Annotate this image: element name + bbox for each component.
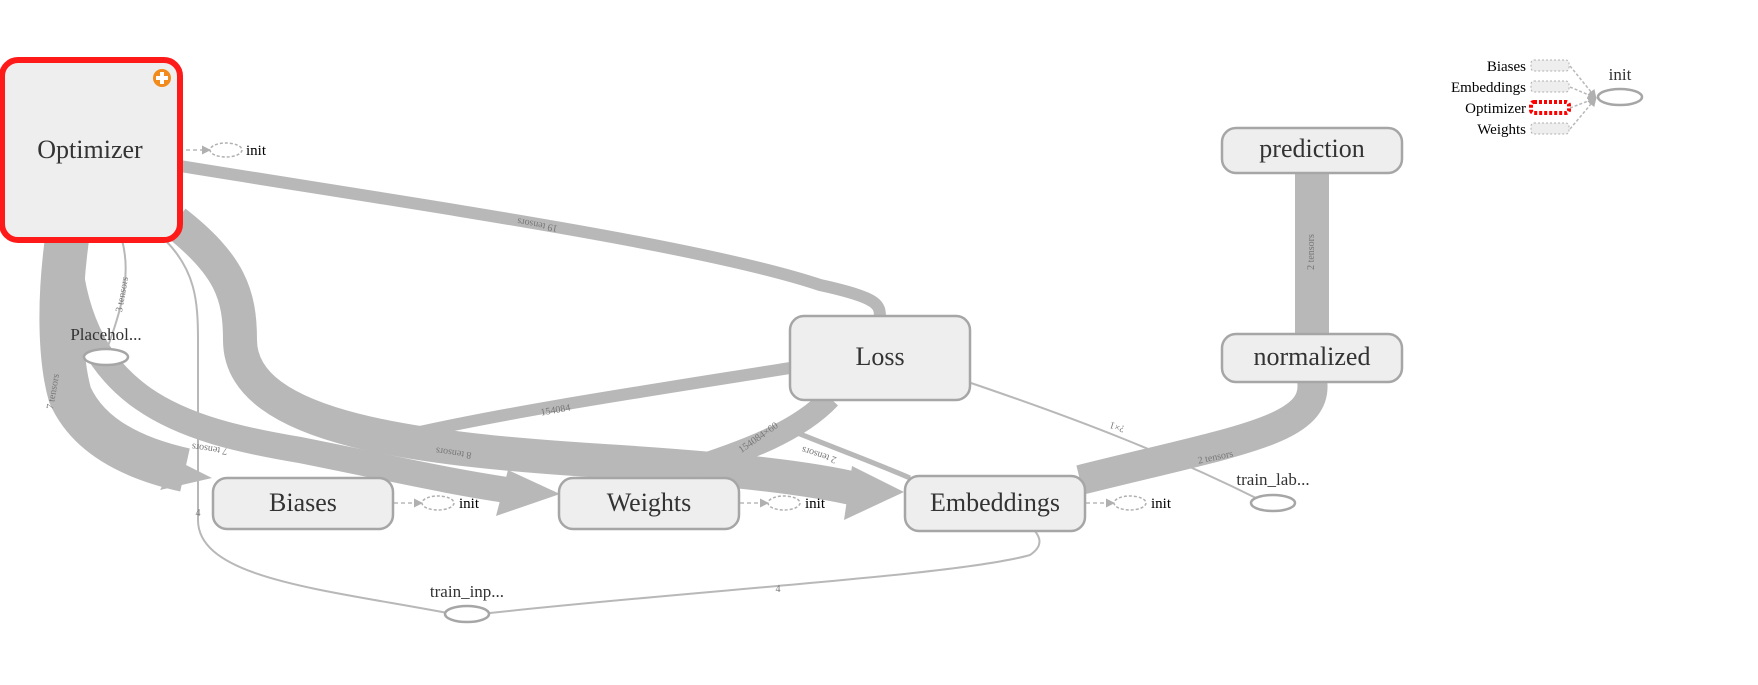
op-placeholder[interactable]: Placehol... [70,325,142,367]
legend-swatch-optimizer [1529,100,1571,115]
legend-swatch-biases [1530,59,1570,72]
placeholder-label: Placehol... [70,325,141,344]
edge-loss-biases[interactable] [418,362,791,438]
biases-box[interactable] [211,476,395,531]
train-inputs-ellipse[interactable] [443,604,491,624]
edge-label-loss-trainlab: ?×1 [1108,419,1126,434]
legend-item-optimizer[interactable]: Optimizer [1465,101,1526,117]
init-weights-ellipse[interactable] [767,495,801,511]
arrow-embeddings [844,466,904,520]
edge-optimizer-embeddings[interactable] [164,208,864,507]
init-biases-ellipse[interactable] [421,495,455,511]
expand-icon[interactable] [153,69,171,87]
normalized-box[interactable] [1220,332,1404,384]
edge-label-optimizer-biases: 7 tensors [191,441,228,457]
placeholder-ellipse[interactable] [82,347,130,367]
prediction-label: prediction [1259,134,1364,163]
edge-optimizer-placeholder[interactable] [107,239,127,347]
node-normalized[interactable]: normalized [1220,332,1404,384]
node-weights[interactable]: Weights [557,476,741,531]
loss-label: Loss [855,342,904,371]
normalized-label: normalized [1254,342,1371,371]
embeddings-label: Embeddings [930,488,1060,517]
legend-swatch-weights [1530,122,1570,135]
op-train-inputs[interactable]: train_inp... [430,582,504,624]
init-embeddings-label: init [1151,496,1172,512]
init-biases-label: init [459,496,480,512]
legend-edge-biases [1569,65,1597,99]
init-optimizer[interactable]: init [209,142,267,159]
node-biases[interactable]: Biases [211,476,395,531]
legend-init-label: init [1609,65,1632,84]
init-embeddings[interactable]: init [1113,495,1172,512]
legend-cluster: Biases Embeddings Optimizer Weights init [1451,59,1644,138]
legend-item-biases[interactable]: Biases [1487,59,1526,75]
legend-edge-weights [1569,97,1597,130]
optimizer-box[interactable] [0,57,183,243]
init-optimizer-label: init [246,143,267,159]
train-labels-ellipse[interactable] [1249,493,1297,513]
embeddings-box[interactable] [903,474,1087,533]
node-prediction[interactable]: prediction [1220,126,1404,175]
edge-optimizer-traininp[interactable] [164,239,459,616]
node-optimizer[interactable]: Optimizer [0,57,183,243]
arrow-biases-outer [160,460,212,490]
edge-loss-trainlab[interactable] [967,381,1261,501]
node-loss[interactable]: Loss [788,314,972,402]
legend-edge-optimizer [1569,96,1597,109]
init-weights[interactable]: init [767,495,826,512]
edge-loss-weights[interactable] [676,390,839,483]
train-labels-label: train_lab... [1236,470,1309,489]
weights-box[interactable] [557,476,741,531]
loss-box[interactable] [788,314,972,402]
arrow-weights [496,470,560,516]
init-optimizer-ellipse[interactable] [209,142,243,158]
edge-label-traininp-embeddings: 4 [776,584,781,595]
edge-normalized-embeddings[interactable] [1076,377,1328,495]
legend-item-weights[interactable]: Weights [1477,122,1526,138]
edge-traininp-embeddings[interactable] [489,525,1041,614]
legend-swatch-embeddings [1530,80,1570,93]
optimizer-label: Optimizer [37,135,143,164]
edge-label-optimizer-weights: 8 tensors [435,445,472,461]
biases-label: Biases [269,488,337,517]
legend-item-embeddings[interactable]: Embeddings [1451,80,1526,96]
init-biases[interactable]: init [421,495,480,512]
edge-loss-embeddings[interactable] [789,427,911,481]
edges [39,145,1329,616]
legend-edge-embeddings [1569,86,1597,99]
edge-label-loss-biases: 154084 [540,403,571,419]
prediction-box[interactable] [1220,126,1404,175]
edge-label-optimizer-placeholder: 3 tensors [114,276,131,313]
edge-label-prediction-normalized: 2 tensors [1306,234,1317,270]
init-weights-label: init [805,496,826,512]
node-embeddings[interactable]: Embeddings [903,474,1087,533]
weights-label: Weights [607,488,692,517]
op-train-labels[interactable]: train_lab... [1236,470,1310,513]
init-embeddings-ellipse[interactable] [1113,495,1147,511]
train-inputs-label: train_inp... [430,582,504,601]
legend-init-ellipse[interactable] [1596,87,1644,107]
edge-optimizer-loss[interactable] [179,160,886,319]
edge-label-optimizer-side: 4 [196,508,201,519]
